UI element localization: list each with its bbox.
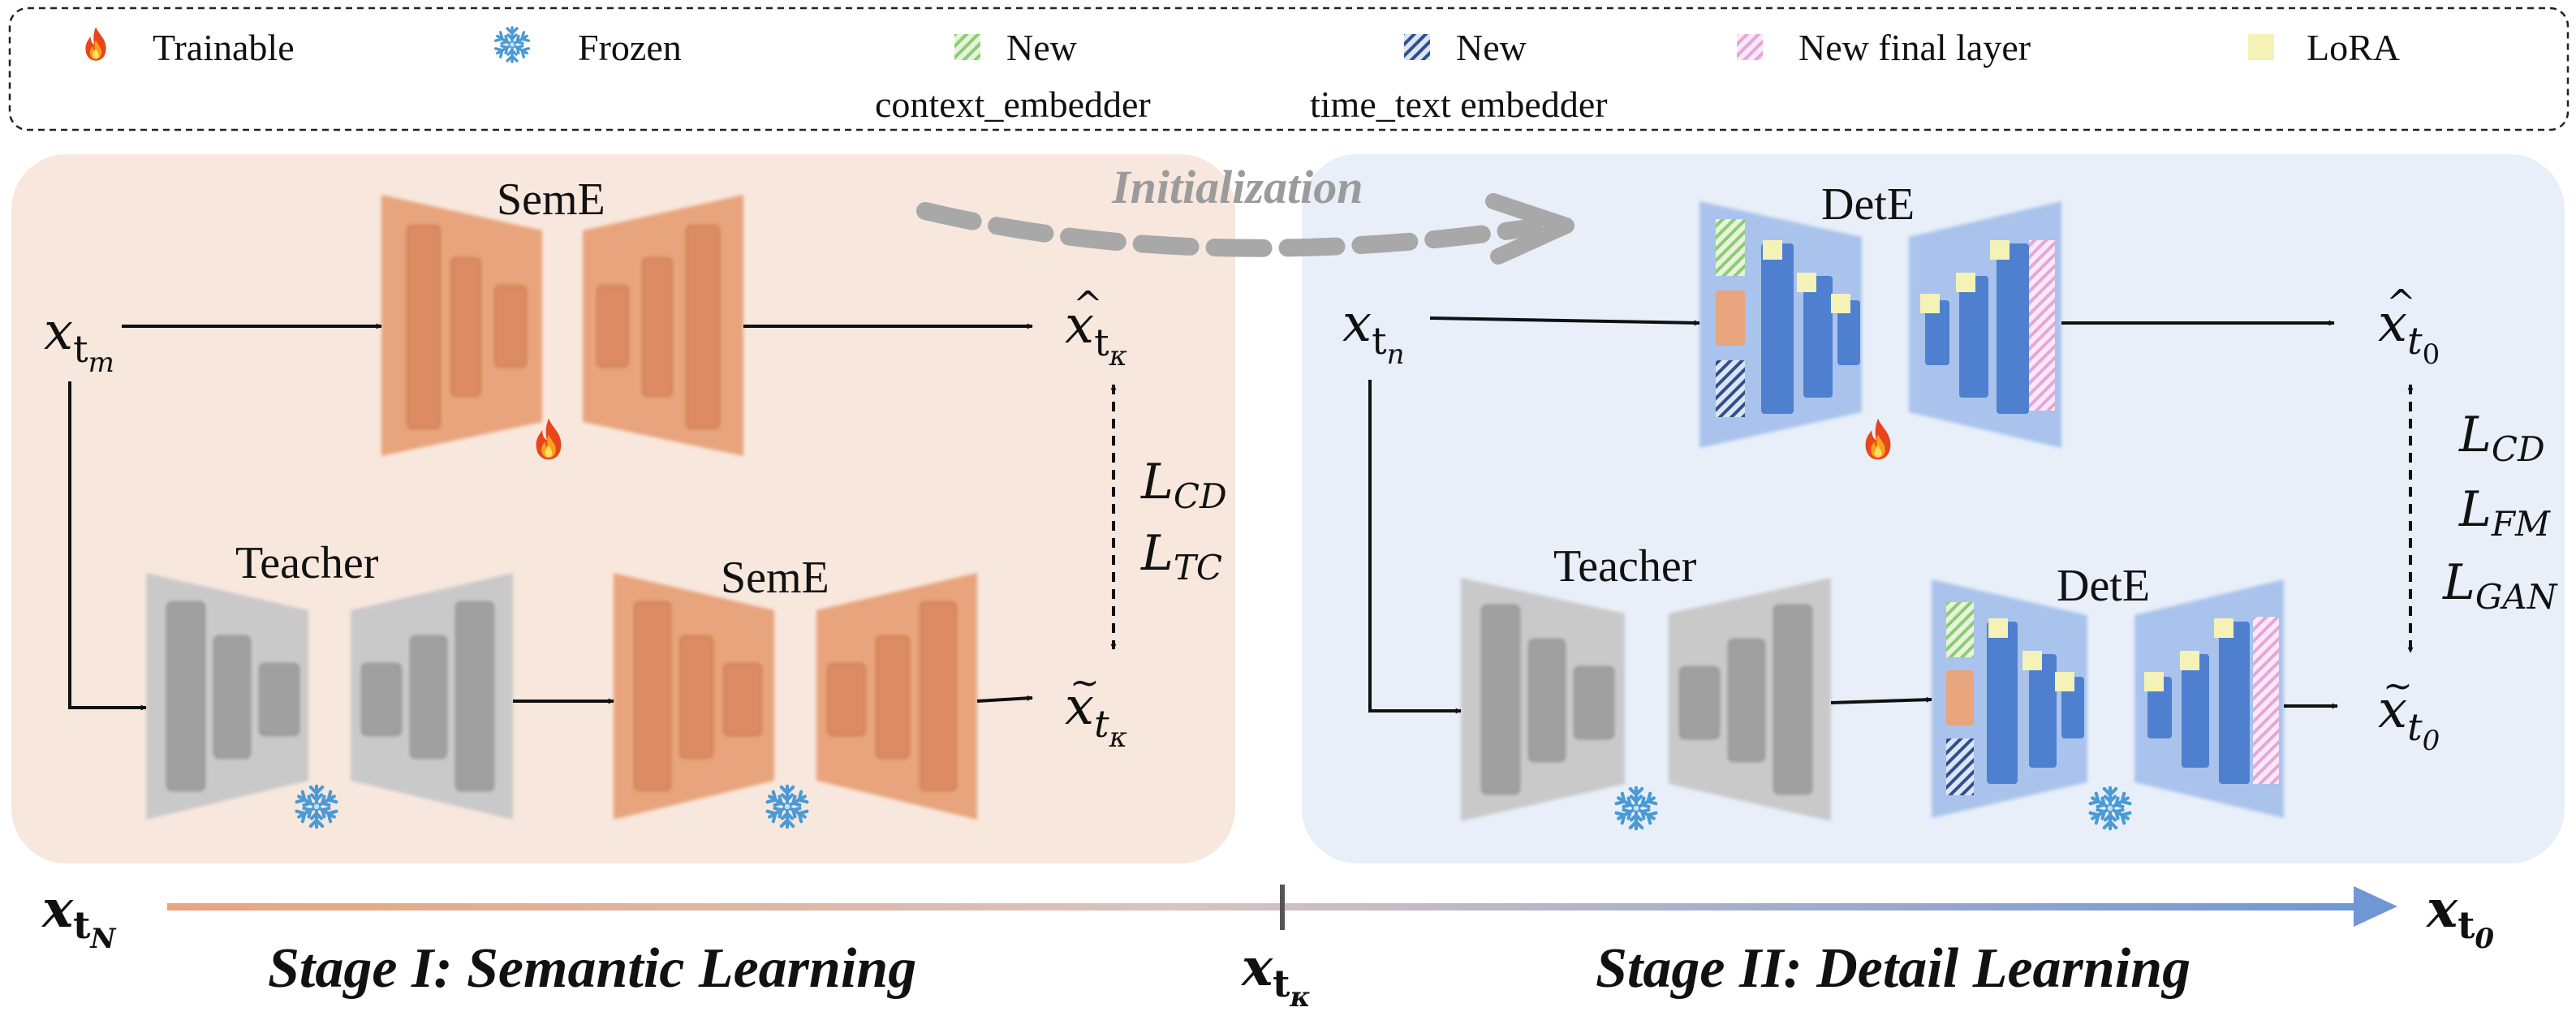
legend-lora-label: LoRA [2307,27,2400,68]
stage1-loss-cd: LCD [1140,454,1227,516]
dete-encoder [1932,579,2087,818]
stage2-output-bottom-accent: ~ [2383,665,2413,707]
time-text-embedder-block [1716,360,1745,417]
stage2-loss-cd: LCD [2458,407,2545,469]
stage2-output-top-accent: ^ [2386,282,2416,324]
stage1-bottom-seme [614,573,977,820]
seme-decoder [583,195,743,456]
lora-block [2180,651,2199,670]
stage2-top-dete [1699,201,2061,448]
legend: Trainable Frozen New context_embedder Ne… [8,6,2570,131]
lora-block [1920,294,1940,313]
stage1-output-bottom: xtκ [1065,677,1127,754]
stage1-bottom-model-label: SemE [721,553,829,603]
legend-context-label-line1: New [1006,27,1078,68]
stage2-output-top: xt0 [2378,294,2440,371]
dete-decoder [2134,579,2284,818]
lora-block [1763,240,1782,260]
stage1-label: Stage I: Semantic Learning [268,937,916,1000]
timeline-start: xtN [41,879,117,955]
legend-final-layer-label: New final layer [1798,27,2031,68]
trainable-block [1946,670,1974,725]
timeline-bar [167,903,2358,911]
context-embedder-block [1716,219,1745,276]
dete-encoder [1699,201,1862,448]
teacher-decoder [351,573,513,820]
stage2-loss-gan: LGAN [2442,554,2558,617]
legend-time-label-line1: New [1456,27,1527,68]
lora-block [1831,294,1850,313]
lora-block [1988,618,2008,638]
teacher-encoder [1461,578,1625,821]
timeline [167,885,2397,930]
legend-context-label-line2: context_embedder [875,84,1151,125]
legend-trainable-label: Trainable [153,27,295,68]
lora-block [1797,273,1816,292]
final-layer-block [2029,240,2055,411]
lora-block [2144,672,2164,691]
stage1-top-model-label: SemE [497,174,605,225]
seme-decoder [816,573,977,820]
stage2-bottom-dete [1932,579,2284,818]
stage1-top-seme [381,195,743,456]
stage1-loss-tc: LTC [1140,525,1222,588]
stage2-teacher [1461,578,1831,821]
stage2-bottom-model-label: DetE [2057,561,2150,611]
legend-final-layer-swatch [1737,34,1763,60]
legend-context-swatch [954,34,980,60]
stage1-arrows [68,323,1117,711]
legend-frozen-label: Frozen [578,27,682,68]
teacher-decoder [1669,578,1831,821]
lora-block [1990,240,2010,260]
stage2-teacher-label: Teacher [1553,541,1697,592]
stage2-arrows [1368,316,2414,714]
lora-block [2214,618,2234,638]
dete-decoder [1909,201,2061,448]
timeline-end: xt0 [2425,879,2494,955]
stage2-output-bottom: xt0 [2378,680,2440,757]
legend-time-label-line2: time_text embedder [1310,84,1608,125]
stage1-teacher-label: Teacher [235,538,379,588]
legend-border [8,6,2570,131]
stage2-loss-fm: LFM [2458,481,2551,544]
snowflake-icon [495,28,529,62]
stage2-label: Stage II: Detail Learning [1596,937,2190,1000]
stage2-input: xtn [1342,294,1405,371]
seme-encoder [381,195,542,456]
lora-block [1956,273,1975,292]
context-embedder-block [1946,602,1974,657]
stage1-output-top: xtκ [1065,295,1127,372]
timeline-arrowhead [2354,886,2397,927]
stage1-output-bottom-accent: ~ [1070,662,1100,704]
time-text-embedder-block [1946,738,1974,795]
stage2-top-model-label: DetE [1821,179,1915,230]
legend-time-swatch [1404,34,1430,60]
stage1-teacher [146,573,513,820]
trainable-block [1716,291,1745,346]
lora-block [2022,651,2042,670]
seme-encoder [614,573,774,820]
stage1-output-top-accent: ^ [1073,284,1103,325]
fire-icon [85,27,106,61]
legend-lora-swatch [2248,34,2274,60]
initialization-arrow [916,193,1574,265]
lora-block [2055,672,2074,691]
teacher-encoder [146,573,308,820]
initialization-label: Initialization [1111,161,1363,213]
final-layer-block [2253,617,2279,784]
timeline-mid: xtκ [1240,937,1311,1014]
stage1-input: xtm [44,302,114,379]
